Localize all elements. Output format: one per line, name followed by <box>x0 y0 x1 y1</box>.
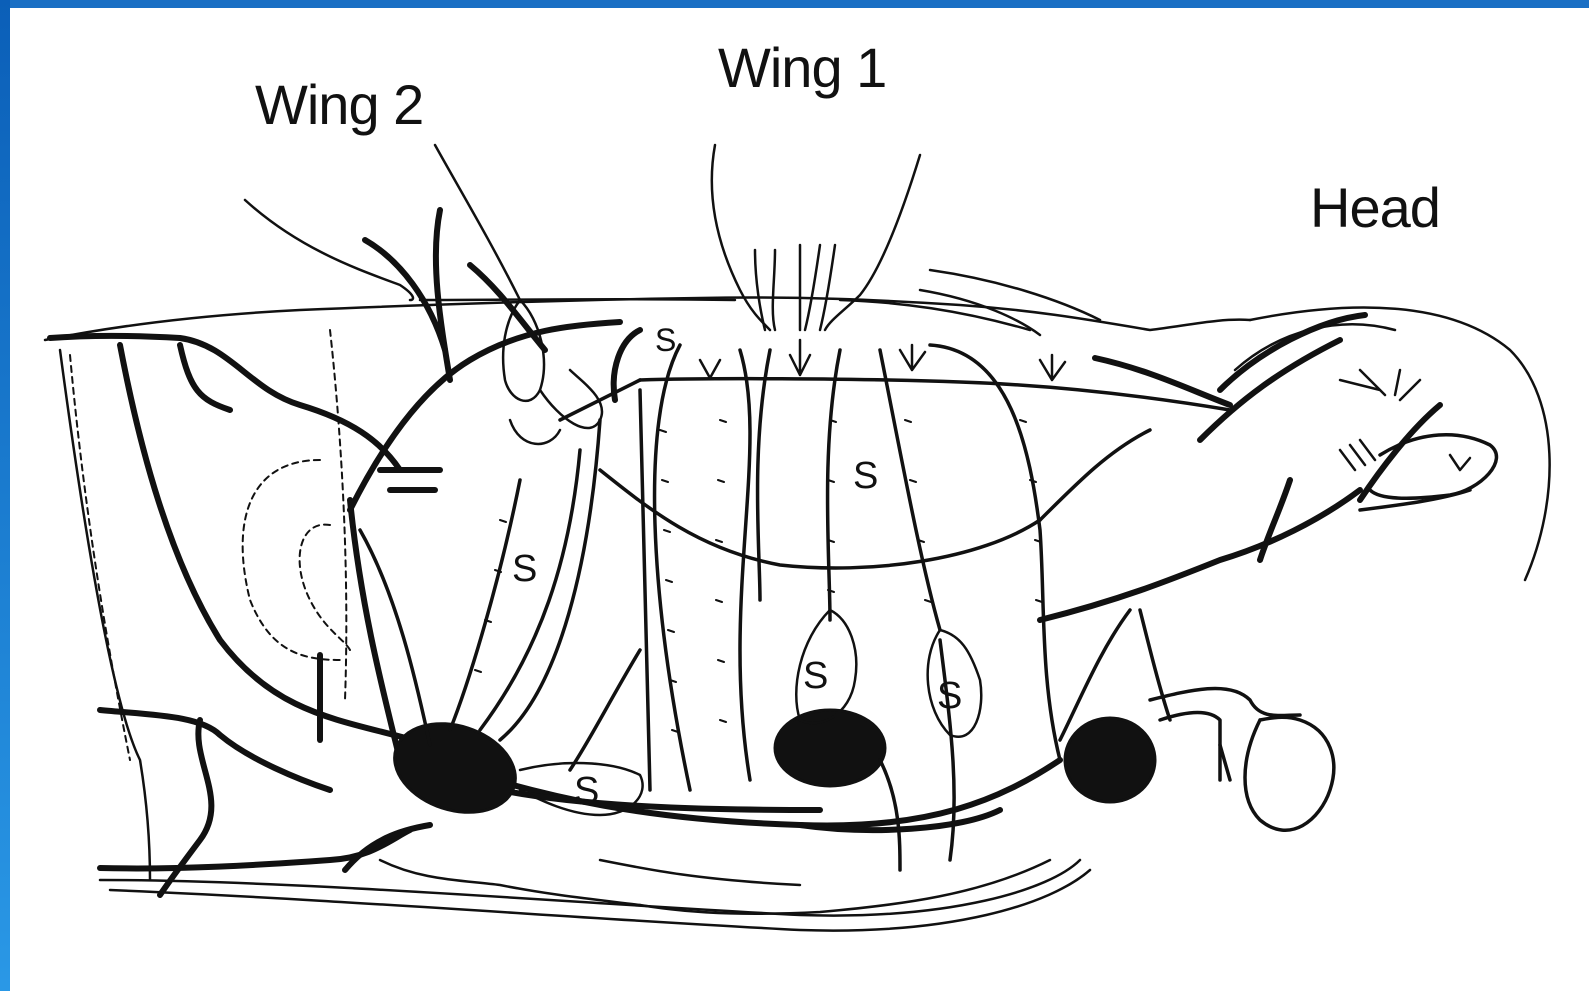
label-wing-1: Wing 1 <box>718 35 886 100</box>
ganglion-mesothoracic <box>775 710 885 786</box>
wing1-nerve-left <box>712 145 770 330</box>
s-marker-2: S <box>853 455 878 498</box>
dashed-outlines <box>70 330 350 760</box>
wing2-nerve-b <box>245 200 413 300</box>
wing2-nerve-a <box>435 145 520 300</box>
s-marker-1: S <box>655 322 676 359</box>
ganglion-metathoracic <box>383 709 527 827</box>
s-marker-4: S <box>803 655 828 698</box>
s-marker-5: S <box>937 675 962 718</box>
s-organ-wing2 <box>503 300 544 401</box>
ganglion-prothoracic <box>1065 718 1155 802</box>
branch-marks <box>700 340 1470 470</box>
label-wing-2: Wing 2 <box>255 72 423 137</box>
label-head: Head <box>1310 175 1440 240</box>
s-marker-3: S <box>512 548 537 591</box>
s-marker-6: S <box>574 770 599 813</box>
